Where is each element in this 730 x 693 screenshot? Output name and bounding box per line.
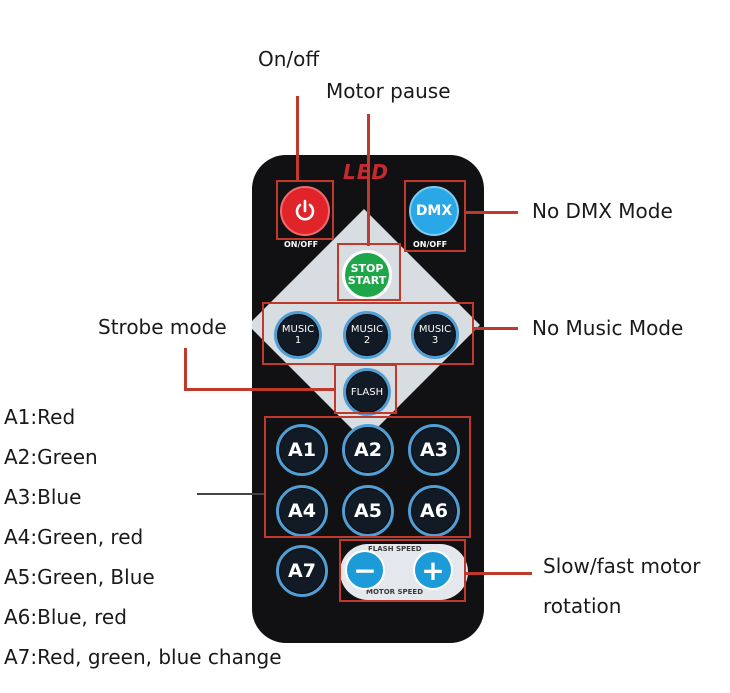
flash-button[interactable]: FLASH xyxy=(343,368,391,416)
legend-a6: A6:Blue, red xyxy=(4,605,127,629)
flash-highlight xyxy=(334,364,397,414)
stop-start-highlight xyxy=(337,243,401,301)
legend-line xyxy=(197,493,264,495)
plus-icon: + xyxy=(421,553,445,587)
a5-button[interactable]: A5 xyxy=(342,485,394,537)
music-line xyxy=(474,327,518,330)
music-2-button[interactable]: MUSIC 2 xyxy=(343,311,391,359)
on-off-line xyxy=(296,96,299,182)
dmx-line xyxy=(466,211,518,214)
a2-button[interactable]: A2 xyxy=(342,424,394,476)
callout-motor-pause: Motor pause xyxy=(326,79,451,103)
strobe-line-h xyxy=(184,388,336,391)
motor-speed-label: MOTOR SPEED xyxy=(366,588,424,596)
legend-a3: A3:Blue xyxy=(4,485,82,509)
legend-a1: A1:Red xyxy=(4,405,76,429)
speed-line xyxy=(466,572,532,575)
music-2-label: MUSIC xyxy=(350,324,384,335)
power-caption: ON/OFF xyxy=(284,240,319,249)
legend-a5: A5:Green, Blue xyxy=(4,565,155,589)
brand-logo: LED xyxy=(343,160,390,184)
music-1-number: 1 xyxy=(294,335,302,346)
a4-button[interactable]: A4 xyxy=(276,485,328,537)
flash-speed-label: FLASH SPEED xyxy=(368,545,422,553)
a7-button[interactable]: A7 xyxy=(276,545,328,597)
callout-on-off: On/off xyxy=(258,47,320,71)
music-highlight xyxy=(262,302,474,365)
callout-slow-fast-line2: rotation xyxy=(543,594,622,618)
legend-a2: A2:Green xyxy=(4,445,98,469)
dmx-label: DMX xyxy=(415,203,453,219)
power-highlight xyxy=(276,180,334,240)
callout-no-music-mode: No Music Mode xyxy=(532,316,684,340)
legend-a4: A4:Green, red xyxy=(4,525,144,549)
a3-button[interactable]: A3 xyxy=(408,424,460,476)
legend-a7: A7:Red, green, blue change xyxy=(4,645,282,669)
music-3-button[interactable]: MUSIC 3 xyxy=(411,311,459,359)
music-1-label: MUSIC xyxy=(281,324,315,335)
minus-icon: − xyxy=(353,553,377,587)
music-1-button[interactable]: MUSIC 1 xyxy=(274,311,322,359)
flash-label: FLASH xyxy=(350,386,384,398)
power-button[interactable] xyxy=(280,186,330,236)
speed-minus-button[interactable]: − xyxy=(345,550,385,590)
music-2-number: 2 xyxy=(363,335,371,346)
power-icon xyxy=(295,199,315,221)
color-buttons-highlight xyxy=(264,416,471,538)
music-3-number: 3 xyxy=(431,335,439,346)
stop-start-button[interactable]: STOP START xyxy=(342,250,392,300)
a6-button[interactable]: A6 xyxy=(408,485,460,537)
callout-no-dmx-mode: No DMX Mode xyxy=(532,199,673,223)
callout-slow-fast-line1: Slow/fast motor xyxy=(543,554,701,578)
speed-plus-button[interactable]: + xyxy=(413,550,453,590)
callout-strobe-mode: Strobe mode xyxy=(98,315,227,339)
dmx-caption: ON/OFF xyxy=(413,240,448,249)
stop-label: STOP xyxy=(350,262,384,275)
motor-pause-line xyxy=(367,114,370,246)
strobe-line-v xyxy=(184,348,187,390)
a1-button[interactable]: A1 xyxy=(276,424,328,476)
dmx-highlight xyxy=(404,180,466,252)
start-label: START xyxy=(347,274,387,287)
music-3-label: MUSIC xyxy=(418,324,452,335)
speed-highlight xyxy=(339,539,466,602)
dmx-button[interactable]: DMX xyxy=(409,186,459,236)
